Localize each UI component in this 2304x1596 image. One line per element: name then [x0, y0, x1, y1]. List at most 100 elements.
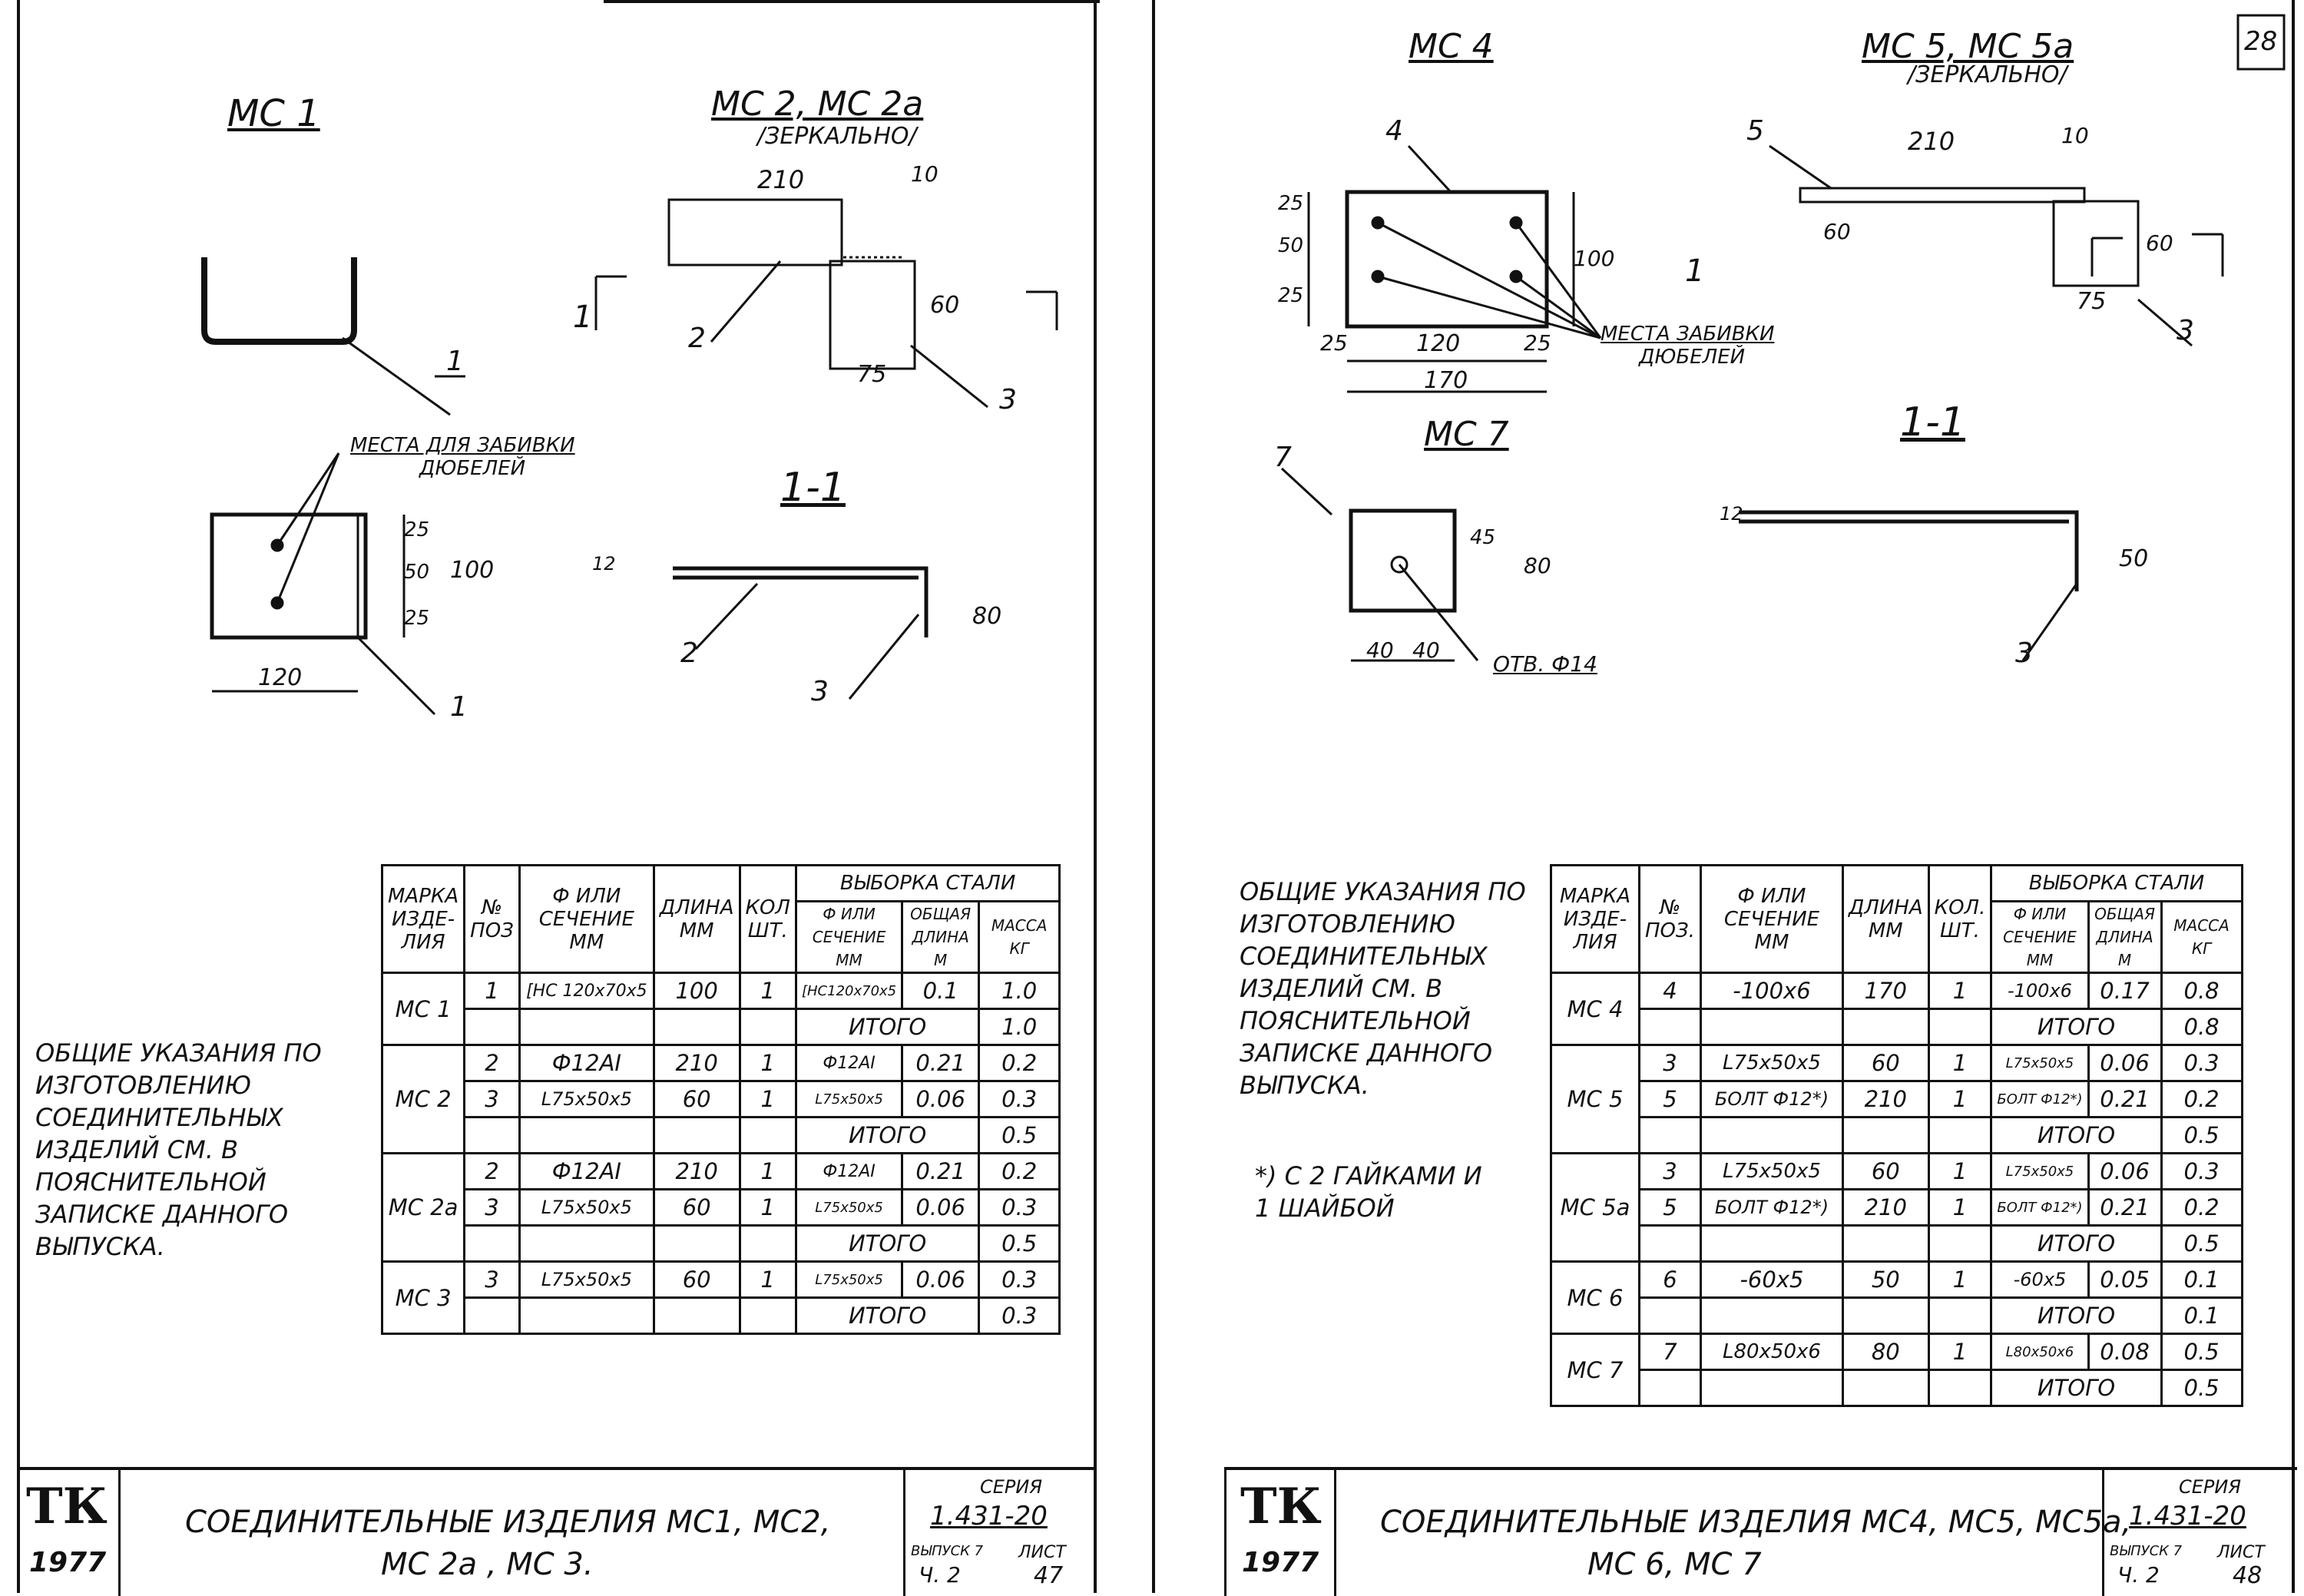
table-row: 5 БОЛТ Ф12*) 210 1 БОЛТ Ф12*) 0.21 0.2 [1551, 1080, 2243, 1118]
total-label: ИТОГО [1990, 1224, 2163, 1263]
header-steel: ВЫБОРКА СТАЛИ [1990, 864, 2243, 902]
dim-60b: 60 [2146, 230, 2173, 256]
row-length: 210 [652, 1152, 741, 1190]
total-mass: 0.5 [978, 1224, 1061, 1263]
total-mass: 0.5 [978, 1116, 1061, 1154]
dim-170: 170 [1424, 367, 1468, 394]
row-sel-length: 0.21 [901, 1152, 981, 1190]
header-qty: КОЛ. ШТ. [1927, 864, 1993, 974]
dim-25d: 25 [1524, 330, 1551, 356]
view-note-mirror: /ЗЕРКАЛЬНО/ [757, 123, 917, 150]
row-sel-length: 0.06 [901, 1080, 981, 1118]
row-pos: 5 [1638, 1080, 1702, 1118]
table-row: МС 1 1 [НС 120х70х5 100 1 [НС120х70х5 0.… [380, 972, 1061, 1046]
dim-45: 45 [1470, 526, 1496, 549]
sheet-47: МС 1 МС 2, МС 2а /ЗЕРКАЛЬНО/ 1-1 1 210 1… [17, 0, 1100, 1596]
header-sel-mass: МАССА КГ [978, 900, 1061, 974]
stamp-series: 1.431-20 [2129, 1501, 2246, 1531]
row-pos: 1 [463, 972, 521, 1010]
row-mark: МС 1 [380, 972, 466, 1046]
total-label: ИТОГО [1990, 1008, 2163, 1046]
total-mass: 0.3 [978, 1296, 1061, 1335]
row-sel-length: 0.1 [901, 972, 981, 1010]
row-sel-section: БОЛТ Ф12*) [1990, 1188, 2090, 1227]
general-notes: ОБЩИЕ УКАЗАНИЯ ПО ИЗГОТОВЛЕНИЮ СОЕДИНИТЕ… [35, 1038, 322, 1261]
total-mass: 1.0 [978, 1008, 1061, 1046]
table-row: 5 БОЛТ Ф12*) 210 1 БОЛТ Ф12*) 0.21 0.2 [1551, 1188, 2243, 1227]
title-block: ТК 1977 СОЕДИНИТЕЛЬНЫЕ ИЗДЕЛИЯ МС4, МС5,… [1224, 1467, 2297, 1596]
stamp-series-label: СЕРИЯ [980, 1476, 1043, 1498]
header-pos: № ПОЗ. [1638, 864, 1702, 974]
row-qty: 1 [1927, 1044, 1993, 1082]
row-pos: 4 [1638, 972, 1702, 1010]
row-sel-section: L75х50х5 [794, 1260, 904, 1299]
table-total-row: ИТОГО 0.5 [382, 1224, 1061, 1263]
table-total-row: ИТОГО 0.5 [1551, 1369, 2243, 1407]
row-section: БОЛТ Ф12*) [1699, 1080, 1844, 1118]
stamp-issue-label: ВЫПУСК 7 [911, 1543, 984, 1559]
dim-25a: 25 [1278, 192, 1304, 215]
dim-100: 100 [450, 557, 495, 584]
table-total-row: ИТОГО 0.1 [1551, 1296, 2243, 1335]
row-sel-mass: 0.2 [2160, 1188, 2243, 1227]
callout-dowels-2: ДЮБЕЛЕЙ [1639, 346, 1746, 369]
row-length: 80 [1841, 1333, 1930, 1371]
total-mass: 0.5 [2160, 1224, 2243, 1263]
page-number: 28 [2244, 26, 2278, 57]
dim-10: 10 [911, 161, 938, 187]
dim-210: 210 [757, 165, 805, 194]
row-mark: МС 2а [380, 1152, 466, 1263]
row-sel-mass: 1.0 [978, 972, 1061, 1010]
callout-1a: 1 [446, 346, 464, 377]
dim-120: 120 [258, 664, 303, 691]
dim-25c: 25 [1320, 330, 1348, 356]
row-mark: МС 4 [1550, 972, 1640, 1046]
total-label: ИТОГО [794, 1224, 981, 1263]
row-sel-mass: 0.2 [2160, 1080, 2243, 1118]
row-sel-length: 0.17 [2087, 972, 2163, 1010]
row-pos: 3 [463, 1080, 521, 1118]
header-sel-section: Ф ИЛИ СЕЧЕНИЕ ММ [1990, 900, 2090, 974]
callout-dowels: МЕСТА ДЛЯ ЗАБИВКИ [350, 434, 575, 457]
row-qty: 1 [738, 1044, 797, 1082]
stamp-title-2: МС 2а , МС 3. [381, 1547, 594, 1582]
section-title: 1-1 [780, 465, 846, 511]
row-mark: МС 7 [1550, 1333, 1640, 1407]
row-section: L80х50х6 [1699, 1333, 1844, 1371]
stamp-series-label: СЕРИЯ [2179, 1476, 2242, 1498]
total-mass: 0.1 [2160, 1296, 2243, 1335]
row-sel-mass: 0.8 [2160, 972, 2243, 1010]
row-qty: 1 [738, 1188, 797, 1227]
dim-120: 120 [1416, 330, 1461, 357]
row-length: 210 [1841, 1080, 1930, 1118]
header-section: Ф ИЛИ СЕЧЕНИЕ ММ [1699, 864, 1844, 974]
dim-80: 80 [972, 603, 1002, 630]
row-mark: МС 6 [1550, 1260, 1640, 1335]
tk-logo: ТК [1240, 1478, 1322, 1535]
view-title-mc4: МС 4 [1409, 27, 1494, 66]
dim-60a: 60 [1823, 219, 1851, 244]
row-sel-length: 0.05 [2087, 1260, 2163, 1299]
dim-75: 75 [857, 361, 887, 388]
row-section: -100х6 [1699, 972, 1844, 1010]
callout-dowels: МЕСТА ЗАБИВКИ [1601, 323, 1775, 346]
callout-1b: 1 [450, 691, 468, 723]
row-section: L75х50х5 [1699, 1152, 1844, 1190]
table-row: 3 L75х50х5 60 1 L75х50х5 0.06 0.3 [382, 1188, 1061, 1227]
header-sel-length: ОБЩАЯ ДЛИНА М [2087, 900, 2163, 974]
total-label: ИТОГО [1990, 1116, 2163, 1154]
row-length: 170 [1841, 972, 1930, 1010]
callout-hole: ОТВ. Ф14 [1493, 651, 1597, 677]
tk-logo: ТК [26, 1478, 108, 1535]
row-sel-mass: 0.2 [978, 1152, 1061, 1190]
row-sel-section: Ф12АI [794, 1044, 904, 1082]
header-steel: ВЫБОРКА СТАЛИ [794, 864, 1061, 902]
row-qty: 1 [1927, 1188, 1993, 1227]
dim-50: 50 [404, 561, 430, 584]
stamp-issue: Ч. 2 [2117, 1562, 2160, 1588]
stamp-issue: Ч. 2 [919, 1562, 961, 1588]
row-pos: 3 [1638, 1152, 1702, 1190]
header-pos: № ПОЗ [463, 864, 521, 974]
section-mark: 1 [1685, 253, 1705, 289]
row-section: БОЛТ Ф12*) [1699, 1188, 1844, 1227]
